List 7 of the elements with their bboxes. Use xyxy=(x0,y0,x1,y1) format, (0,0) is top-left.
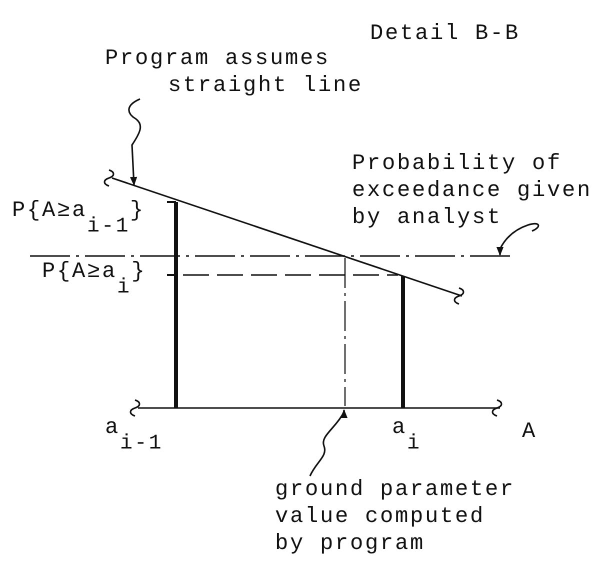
callout-text: ground parameter value computed by program xyxy=(275,476,523,557)
title: Detail B-B xyxy=(370,20,520,47)
callout-text: Program assumes straight line xyxy=(105,45,368,99)
leader-line xyxy=(309,409,348,476)
axis-label: A xyxy=(522,421,538,443)
callout-text: Probability of exceedance given by analyst xyxy=(352,150,600,231)
leader-line xyxy=(496,222,540,256)
